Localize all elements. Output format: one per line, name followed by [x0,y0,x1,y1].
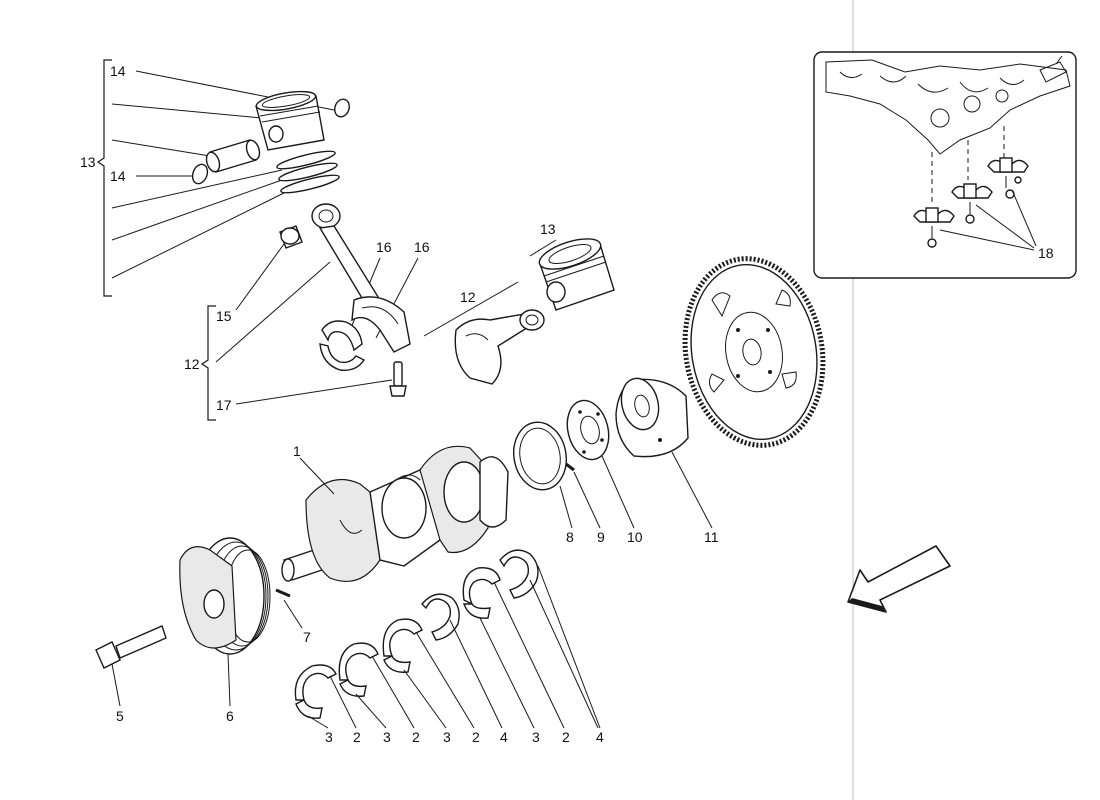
engine-block-inset: 18 [813,51,1077,279]
adapter-plate [566,399,610,461]
callout-8: 8 [566,529,574,545]
bracket-part-right [987,157,1029,199]
callout-13-left: 13 [80,154,96,170]
callout-7: 7 [303,629,311,645]
callout-4-a: 4 [500,729,508,745]
callout-14-left: 14 [110,168,126,184]
bracket-part-left [913,207,955,248]
flexplate [682,256,826,448]
callout-3-d: 3 [532,729,540,745]
callout-9: 9 [597,529,605,545]
piston-rings [276,150,340,194]
connecting-rod [311,203,411,353]
rod-bolt [389,361,407,397]
callout-14-top: 14 [110,63,126,79]
callout-3-a: 3 [325,729,333,745]
assembled-piston [538,238,615,311]
callout-2-d: 2 [562,729,570,745]
bearing-shell-3 [382,618,423,673]
callout-13-assembled: 13 [540,221,556,237]
callout-4-b: 4 [596,729,604,745]
piston [255,90,325,151]
bearing-shell-2 [338,642,379,697]
callout-18: 18 [1038,245,1054,261]
bearing-shell-1 [294,664,337,719]
dowel-pin [565,462,575,472]
bearing-shell-4 [462,567,501,619]
piston-pin [205,139,261,173]
callout-16-right: 16 [414,239,430,255]
callout-2-a: 2 [353,729,361,745]
woodruff-key [275,588,291,598]
callout-12-assembled: 12 [460,289,476,305]
callout-15: 15 [216,308,232,324]
rod-bearing-shells [319,320,366,371]
callout-1: 1 [293,443,301,459]
callout-5: 5 [116,708,124,724]
seal-ring [513,421,567,491]
small-end-bush [279,225,303,249]
bracket-part-middle [951,183,993,224]
callout-17: 17 [216,397,232,413]
drive-plate [615,377,689,458]
callout-11: 11 [704,529,719,545]
callout-2-c: 2 [472,729,480,745]
callout-6: 6 [226,708,234,724]
assembled-connecting-rod-group: 12 13 [423,221,557,385]
crankshaft [281,445,509,582]
callout-16-left: 16 [376,239,392,255]
group-12-bracket: 12 15 17 16 16 [184,239,430,421]
group-13-bracket: 13 14 14 [80,59,335,297]
thrust-washer-2 [499,549,539,599]
piston-circlip-left [191,163,209,185]
callout-3-c: 3 [443,729,451,745]
thrust-washer-1 [421,593,460,641]
arrow-down-left-icon [847,545,951,613]
piston-circlip-right [334,98,350,118]
callout-3-b: 3 [383,729,391,745]
crank-pulley [179,537,271,655]
callout-10: 10 [627,529,643,545]
pulley-bolt [95,625,167,669]
callout-2-b: 2 [412,729,420,745]
callout-12-left: 12 [184,356,200,372]
